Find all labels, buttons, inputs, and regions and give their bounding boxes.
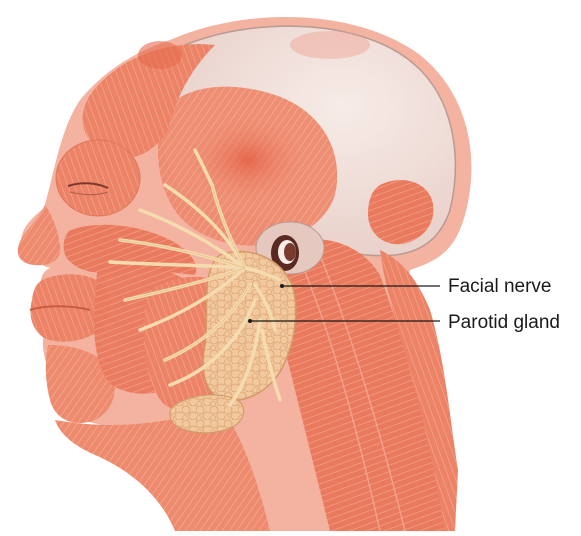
parotid-gland-label: Parotid gland (448, 313, 560, 332)
facial-nerve-label: Facial nerve (448, 277, 552, 296)
orbicularis-oculi-muscle (56, 140, 140, 216)
